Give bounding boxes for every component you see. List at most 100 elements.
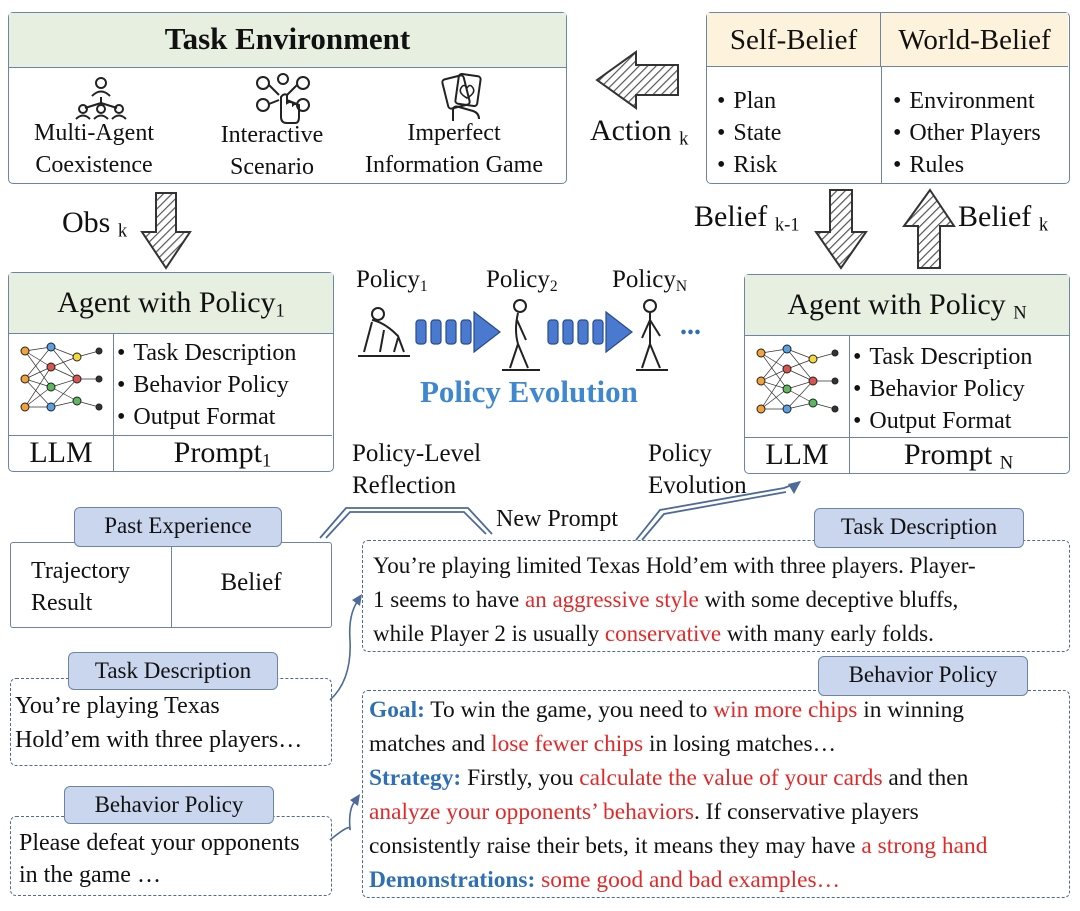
policy-subscript: 2 xyxy=(549,277,558,295)
belief-table: Self-Belief World-Belief Plan State Risk… xyxy=(706,12,1070,184)
past-experience-tag: Past Experience xyxy=(74,507,282,547)
highlight-analyze: analyze your opponents’ behaviors xyxy=(369,799,694,825)
agent-1-llm-label: LLM xyxy=(9,435,113,471)
policy-n-label: PolicyN xyxy=(612,266,687,296)
left-task-tag-text: Task Description xyxy=(94,658,252,683)
env-item-label: Imperfect xyxy=(407,120,501,146)
agent-title-subscript: 1 xyxy=(275,300,285,322)
past-exp-divider xyxy=(171,543,172,627)
task-environment-box: Task Environment Multi-Agent Coexistence xyxy=(8,12,567,184)
neural-network-icon xyxy=(756,344,839,414)
behavior-arrowhead xyxy=(350,794,360,806)
ape-icon xyxy=(358,307,410,357)
trajectory-text: Trajectory xyxy=(31,558,131,584)
policy-text: Policy xyxy=(486,266,550,293)
prompt-text: Prompt xyxy=(903,438,993,471)
env-item-label: Multi-Agent xyxy=(34,120,154,146)
belief-next-text: Belief xyxy=(958,200,1032,233)
text-run: consistently raise their bets, it means … xyxy=(369,833,862,859)
env-item-label: Coexistence xyxy=(35,152,153,178)
interaction-icon xyxy=(256,73,310,124)
list-item: Environment xyxy=(893,85,1068,117)
belief-prev-subscript: k-1 xyxy=(774,214,800,236)
right-behavior-text: Goal: To win the game, you need to win m… xyxy=(369,693,987,897)
highlight-win-more: win more chips xyxy=(713,697,858,723)
evolution-ellipsis: ... xyxy=(680,310,701,342)
text-run: . If conservative players xyxy=(693,799,919,825)
belief-prev-text: Belief xyxy=(694,200,768,233)
belief-prev-label: Belief k-1 xyxy=(694,200,800,237)
task-arrowhead xyxy=(352,594,362,606)
env-item-label: Scenario xyxy=(230,154,314,180)
goal-line-2: matches and lose fewer chips in losing m… xyxy=(369,727,987,761)
goal-line-1: Goal: To win the game, you need to win m… xyxy=(369,693,987,727)
left-task-description-box: You’re playing Texas Hold’em with three … xyxy=(10,678,332,766)
highlight-calculate: calculate the value of your cards xyxy=(579,765,883,791)
strategy-line-3: consistently raise their bets, it means … xyxy=(369,829,987,863)
text-run: with many early folds. xyxy=(721,621,934,646)
belief-next-subscript: k xyxy=(1038,214,1049,236)
policy-level-reflection-label: Policy-Level Reflection xyxy=(352,438,481,502)
policy-evolution-text: Policy Evolution xyxy=(420,374,638,409)
text-run: matches and xyxy=(369,731,492,757)
list-item: Behavior Policy xyxy=(117,369,296,401)
reflection-text: Reflection xyxy=(352,472,457,499)
right-behavior-policy-box: Goal: To win the game, you need to win m… xyxy=(362,690,1070,898)
policy-level-text: Policy-Level xyxy=(352,440,482,467)
self-belief-list: Plan State Risk xyxy=(717,85,877,181)
evolution-text: Evolution xyxy=(648,472,747,499)
right-task-line-3: while Player 2 is usually conservative w… xyxy=(373,617,976,651)
highlight-conservative: conservative xyxy=(604,621,722,646)
behavior-to-prompt-connector xyxy=(329,799,357,841)
text-run: 1 seems to have xyxy=(373,587,526,612)
left-behavior-text: Please defeat your opponents in the game… xyxy=(19,827,300,891)
env-item-label: Information Game xyxy=(365,152,543,178)
text-run: in losing matches… xyxy=(643,731,837,757)
agent-title-text: Agent with Policy xyxy=(787,288,1006,321)
belief-text: Belief xyxy=(220,569,282,596)
highlight-examples: some good and bad examples… xyxy=(535,867,840,893)
past-experience-box: Trajectory Result Belief xyxy=(10,542,332,628)
reflection-connector-inner xyxy=(325,511,487,539)
text-run: To win the game, you need to xyxy=(424,697,714,723)
list-item: Risk xyxy=(717,149,877,181)
agent-1-prompt-label: Prompt1 xyxy=(113,435,332,472)
right-task-description-box: You’re playing limited Texas Hold’em wit… xyxy=(362,540,1070,652)
right-task-description-tag: Task Description xyxy=(814,508,1024,548)
left-behavior-tag-text: Behavior Policy xyxy=(94,792,244,817)
right-task-text: You’re playing limited Texas Hold’em wit… xyxy=(373,549,976,651)
goal-label: Goal: xyxy=(369,697,425,723)
belief-divider xyxy=(881,67,882,183)
world-belief-header: World-Belief xyxy=(881,13,1068,67)
prompt-text: Prompt xyxy=(173,436,263,469)
agent-n-prompt-list: Task Description Behavior Policy Output … xyxy=(853,341,1032,437)
policy-text: Policy xyxy=(648,440,712,467)
human-icon xyxy=(636,299,668,371)
agent-title-subscript: N xyxy=(1013,302,1027,324)
obs-text: Obs xyxy=(62,206,111,239)
people-network-icon xyxy=(75,77,127,120)
policy-evolution-title: Policy Evolution xyxy=(420,374,638,410)
left-behavior-policy-tag: Behavior Policy xyxy=(64,786,274,824)
policy-text: Policy xyxy=(356,266,420,293)
policy-1-label: Policy1 xyxy=(356,266,428,296)
new-prompt-label: New Prompt xyxy=(496,506,618,533)
right-behavior-policy-tag: Behavior Policy xyxy=(818,656,1028,696)
agent-1-prompt-list: Task Description Behavior Policy Output … xyxy=(117,337,296,433)
agent-policy-n-header: Agent with Policy N xyxy=(745,275,1069,336)
neural-network-icon xyxy=(20,342,103,412)
llm-text: LLM xyxy=(765,438,829,471)
strategy-line-2: analyze your opponents’ behaviors. If co… xyxy=(369,795,987,829)
result-text: Result xyxy=(31,590,93,616)
right-task-tag-text: Task Description xyxy=(840,514,998,539)
highlight-lose-fewer: lose fewer chips xyxy=(491,731,644,757)
agent-policy-n-box: Agent with Policy N Task Description Beh… xyxy=(744,274,1070,474)
list-item: Output Format xyxy=(117,401,296,433)
llm-text: LLM xyxy=(29,436,93,469)
belief-up-arrow xyxy=(902,188,956,269)
right-task-line-1: You’re playing limited Texas Hold’em wit… xyxy=(373,549,976,583)
evolution-arrowhead xyxy=(788,481,801,494)
task-to-prompt-connector xyxy=(329,597,361,701)
prompt-subscript: 1 xyxy=(262,450,272,472)
agent-title-text: Agent with Policy xyxy=(57,286,276,319)
